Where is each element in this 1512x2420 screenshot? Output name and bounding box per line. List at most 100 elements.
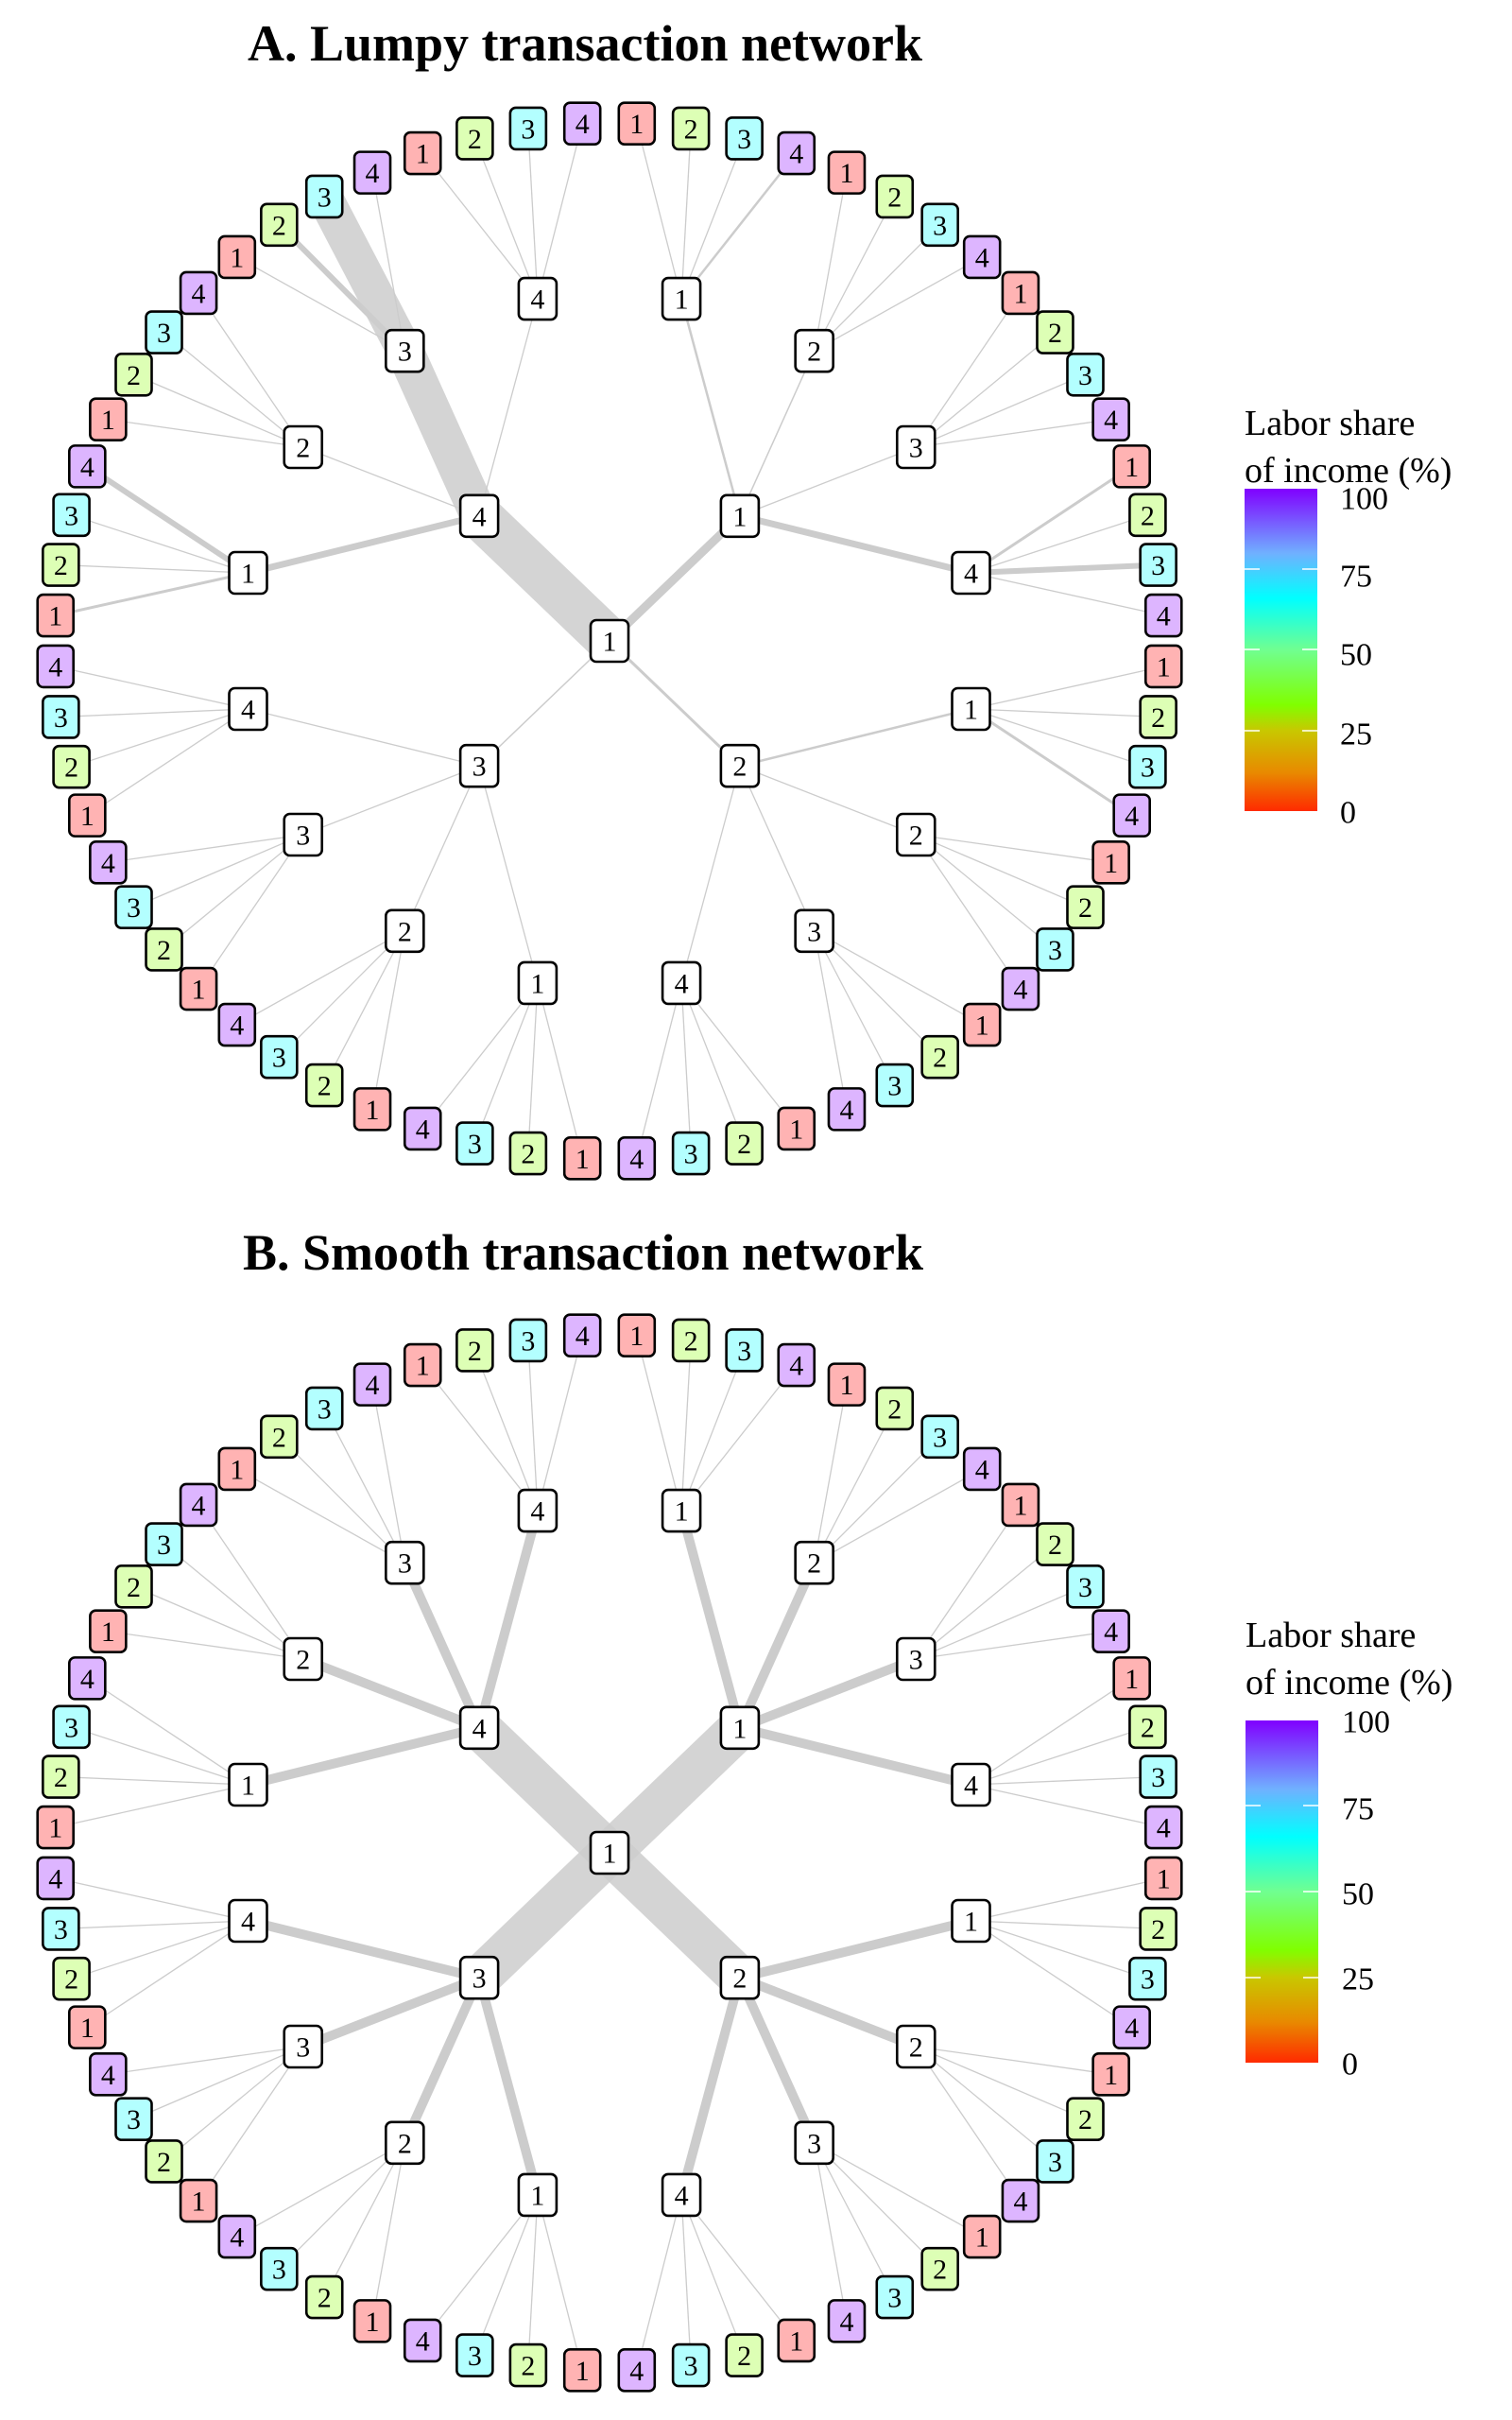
leaf-node-4-1-3: 3 [52,1704,91,1750]
leaf-node-1-1-4-label: 4 [789,1351,803,1382]
leaf-node-2-3-3-label: 3 [887,1071,902,1102]
leaf-node-2-4-2-box [725,2333,764,2377]
edge-leaf-2-1-1 [971,1877,1164,1922]
leaf-node-3-2-1: 1 [352,1087,392,1132]
leaf-node-1-3-2-label: 2 [1048,1530,1062,1561]
leaf-node-1-4-1: 1 [1112,444,1151,489]
edge-leaf-2-4-2 [680,2194,746,2356]
node-l2-3-1-label: 1 [530,968,544,999]
leaf-node-4-4-2: 2 [455,116,494,161]
leaf-node-2-3-1-label: 1 [975,2222,989,2254]
edge-leaf-1-1-3 [680,1350,746,1512]
leaf-node-4-3-4: 4 [352,150,392,195]
edge-leaf-4-1-1 [55,1784,249,1828]
leaf-node-1-1-4: 4 [777,1342,816,1388]
leaf-node-4-3-2-label: 2 [272,210,286,241]
node-l2-4-1: 1 [228,1762,268,1807]
leaf-node-4-2-3-label: 3 [157,318,171,349]
leaf-node-1-4-2: 2 [1128,493,1167,538]
node-l1-4-box [458,1705,500,1751]
root-node: 1 [589,618,630,664]
root-node-label: 1 [603,1839,617,1870]
leaf-node-3-2-2-label: 2 [318,2283,332,2314]
edge-leaf-3-2-1 [371,2142,405,2322]
leaf-node-1-4-1-label: 1 [1125,1664,1139,1695]
leaf-node-3-2-4-box [217,1002,257,1047]
legend-a-tick-75: 75 [1340,560,1372,595]
leaf-node-1-2-3-box [920,202,959,248]
leaf-node-3-3-3: 3 [114,2097,153,2142]
leaf-node-1-1-1-label: 1 [629,109,644,140]
root-node: 1 [589,1830,630,1876]
leaf-node-4-2-1: 1 [89,397,128,441]
node-l2-2-4: 4 [661,2172,702,2218]
edge-3-to-32 [404,765,480,932]
edge-leaf-4-4-4 [537,123,583,300]
node-l2-1-4-box [951,550,991,596]
node-l2-1-2: 2 [794,1540,834,1585]
leaf-node-3-2-2-box [304,2274,344,2320]
leaf-node-4-1-2: 2 [42,1754,80,1799]
leaf-node-4-2-2-label: 2 [127,360,141,391]
leaf-node-2-1-2: 2 [1139,1907,1177,1951]
edge-leaf-3-1-3 [473,2194,539,2356]
leaf-node-4-4-1: 1 [403,130,442,176]
leaf-node-2-2-4-box [1001,966,1040,1011]
leaf-node-1-4-4: 4 [1143,593,1183,638]
leaf-node-2-2-4-box [1001,2178,1040,2223]
leaf-node-2-1-1-label: 1 [1157,651,1171,683]
root-node-box [589,1830,630,1876]
leaf-node-2-2-4: 4 [1001,2178,1040,2223]
leaf-node-1-2-4-box [962,234,1002,280]
leaf-node-1-2-1: 1 [827,150,867,195]
leaf-node-1-4-4-label: 4 [1157,601,1171,632]
leaf-node-1-2-2: 2 [875,174,915,219]
node-l2-2-4-label: 4 [675,968,689,999]
leaf-node-2-4-3-label: 3 [684,1139,698,1170]
node-l2-3-1-box [517,2172,558,2218]
leaf-node-1-3-4: 4 [1091,1609,1130,1653]
edge-leaf-4-2-3 [163,332,304,448]
legend-a-tick-50: 50 [1340,638,1372,673]
leaf-node-2-2-3-box [1036,927,1074,972]
edge-2-to-21 [738,1916,972,1983]
leaf-node-4-1-1-box [36,1805,76,1850]
edge-leaf-1-1-2 [680,1340,692,1512]
panel-b-edges [55,1335,1164,2371]
legend-b-tick-25: 25 [1342,1962,1374,1997]
node-l1-4-label: 4 [472,501,487,532]
leaf-node-2-2-1: 1 [1091,2052,1130,2097]
leaf-node-4-3-3: 3 [304,1386,344,1431]
edge-1-to-14 [738,1722,972,1789]
leaf-node-4-3-1-box [217,1446,257,1492]
edge-leaf-2-3-1 [814,2142,983,2238]
edge-leaf-3-4-1 [86,708,249,817]
node-l1-3-box [458,1955,500,2000]
edge-leaf-3-3-3 [133,2046,303,2120]
node-l2-4-2-box [283,1636,324,1682]
leaf-node-2-2-4-label: 4 [1013,975,1027,1006]
leaf-node-4-4-1-label: 1 [416,1351,430,1382]
edge-1-to-13 [738,1654,919,1733]
leaf-node-1-1-1-box [617,1313,657,1357]
leaf-node-3-3-1-label: 1 [192,975,206,1006]
leaf-node-1-2-3-label: 3 [933,1422,947,1453]
leaf-node-3-4-1-box [68,2005,107,2049]
node-l1-4: 4 [458,493,500,539]
node-l2-2-2: 2 [895,812,936,857]
edge-leaf-3-1-3 [473,982,539,1144]
edge-leaf-1-2-4 [814,1468,983,1564]
leaf-node-2-3-2-label: 2 [933,2255,947,2286]
leaf-node-1-4-4-box [1143,1805,1183,1850]
node-l2-4-3: 3 [385,1540,425,1585]
node-l2-3-4-box [228,1898,268,1944]
edge-leaf-2-3-1 [814,930,983,1026]
leaf-node-1-2-3-label: 3 [933,210,947,241]
leaf-node-4-2-3-label: 3 [157,1530,171,1561]
leaf-node-3-4-4-label: 4 [48,1863,62,1894]
leaf-node-3-2-1-label: 1 [366,2307,380,2338]
leaf-node-1-2-2-box [875,1386,915,1431]
leaf-node-4-4-2-box [455,116,494,161]
